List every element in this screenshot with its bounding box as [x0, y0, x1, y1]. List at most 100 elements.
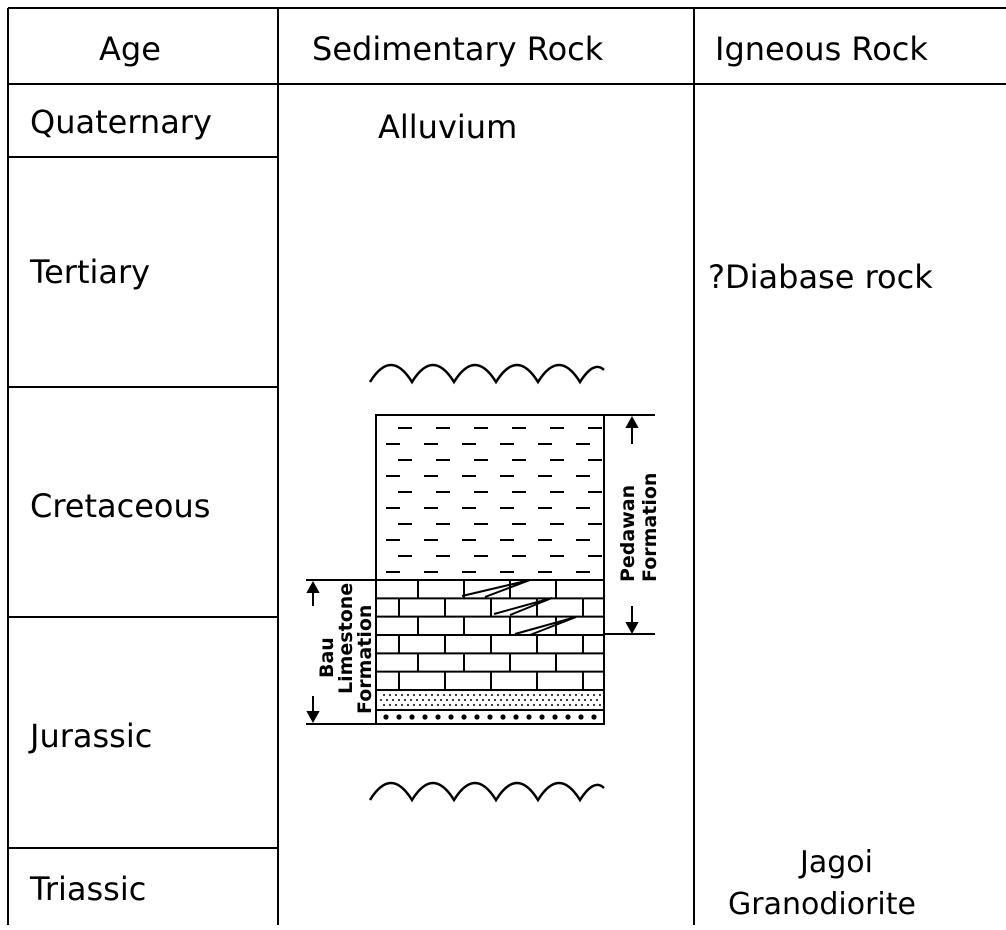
- sand-dot: [485, 694, 487, 696]
- sand-dot: [506, 699, 508, 701]
- header-igneous-rock: Igneous Rock: [715, 30, 928, 68]
- sand-dot: [491, 704, 493, 706]
- sand-dot: [593, 694, 595, 696]
- sand-dot: [557, 704, 559, 706]
- pebble-dot: [539, 714, 544, 719]
- pebble-dot: [461, 714, 466, 719]
- sand-dot: [590, 699, 592, 701]
- pedawan-label-line2: Formation: [639, 473, 661, 582]
- sand-dot: [497, 704, 499, 706]
- header-sedimentary-rock: Sedimentary Rock: [312, 30, 604, 68]
- sandstone-layer: [376, 690, 604, 710]
- sand-dot: [587, 694, 589, 696]
- sand-dot: [500, 699, 502, 701]
- sand-dot: [521, 694, 523, 696]
- sand-dot: [593, 704, 595, 706]
- sand-dot: [401, 694, 403, 696]
- sand-dot: [560, 699, 562, 701]
- sand-dot: [455, 704, 457, 706]
- sand-dot: [395, 694, 397, 696]
- sand-dot: [539, 694, 541, 696]
- sand-dot: [527, 694, 529, 696]
- sand-dot: [533, 694, 535, 696]
- sand-dot: [428, 699, 430, 701]
- sand-dot: [479, 704, 481, 706]
- sand-dot: [437, 704, 439, 706]
- sand-dot: [422, 699, 424, 701]
- sand-dot: [449, 694, 451, 696]
- sand-dot: [587, 704, 589, 706]
- sand-dot: [461, 694, 463, 696]
- sand-dot: [575, 704, 577, 706]
- sand-dot: [392, 699, 394, 701]
- sand-dot: [548, 699, 550, 701]
- sand-dot: [443, 694, 445, 696]
- sand-dot: [386, 699, 388, 701]
- sand-dot: [569, 694, 571, 696]
- age-jurassic: Jurassic: [28, 717, 152, 755]
- sand-dot: [494, 699, 496, 701]
- sand-dot: [467, 694, 469, 696]
- sand-dot: [407, 694, 409, 696]
- sand-dot: [599, 694, 601, 696]
- sand-dot: [551, 704, 553, 706]
- pebble-dot: [383, 714, 388, 719]
- pebble-dot: [500, 714, 505, 719]
- sand-dot: [425, 694, 427, 696]
- sand-dot: [401, 704, 403, 706]
- sand-dot: [431, 704, 433, 706]
- sand-dot: [596, 699, 598, 701]
- sand-dot: [497, 694, 499, 696]
- sand-dot: [416, 699, 418, 701]
- sand-dot: [485, 704, 487, 706]
- sand-dot: [581, 694, 583, 696]
- pebble-dot: [422, 714, 427, 719]
- sand-dot: [581, 704, 583, 706]
- pebble-dot: [565, 714, 570, 719]
- sand-dot: [467, 704, 469, 706]
- sand-dot: [476, 699, 478, 701]
- sand-dot: [509, 694, 511, 696]
- sand-dot: [542, 699, 544, 701]
- sand-dot: [473, 694, 475, 696]
- sand-dot: [410, 699, 412, 701]
- sand-dot: [536, 699, 538, 701]
- sand-dot: [515, 694, 517, 696]
- sand-dot: [599, 704, 601, 706]
- sand-dot: [419, 694, 421, 696]
- sand-dot: [389, 704, 391, 706]
- age-quaternary: Quaternary: [30, 103, 212, 141]
- interfingering-tongues: [462, 580, 576, 635]
- sand-dot: [566, 699, 568, 701]
- sand-dot: [584, 699, 586, 701]
- sand-dot: [563, 694, 565, 696]
- sand-dot: [578, 699, 580, 701]
- sand-dot: [398, 699, 400, 701]
- sand-dot: [563, 704, 565, 706]
- sand-dot: [461, 704, 463, 706]
- sand-dot: [413, 704, 415, 706]
- sand-dot: [503, 694, 505, 696]
- sand-dot: [446, 699, 448, 701]
- pebble-dot: [474, 714, 479, 719]
- sand-dot: [530, 699, 532, 701]
- sand-dot: [554, 699, 556, 701]
- sand-dot: [527, 704, 529, 706]
- pebble-dot: [448, 714, 453, 719]
- sand-dot: [569, 704, 571, 706]
- sand-dot: [473, 704, 475, 706]
- sand-dot: [509, 704, 511, 706]
- sand-dot: [539, 704, 541, 706]
- sand-dot: [455, 694, 457, 696]
- pebble-dot: [396, 714, 401, 719]
- sand-dot: [512, 699, 514, 701]
- age-tertiary: Tertiary: [29, 253, 150, 291]
- sand-dot: [443, 704, 445, 706]
- pebble-dot: [578, 714, 583, 719]
- sand-dot: [470, 699, 472, 701]
- sand-dot: [440, 699, 442, 701]
- sand-dot: [464, 699, 466, 701]
- sand-dot: [575, 694, 577, 696]
